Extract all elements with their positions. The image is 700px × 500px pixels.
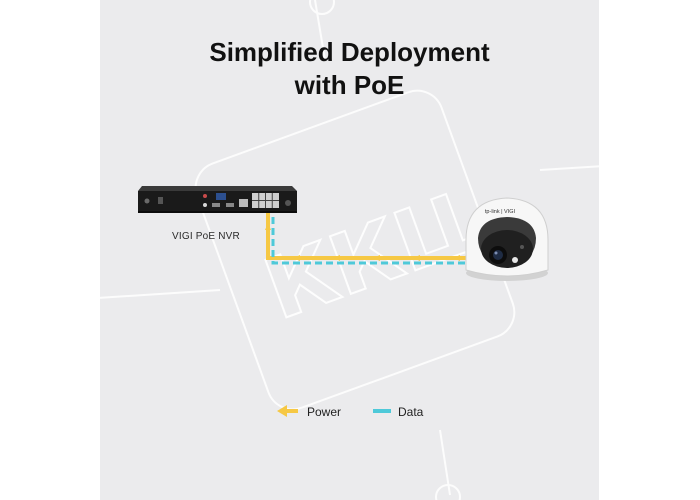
legend-item-power: Power <box>307 402 341 422</box>
legend-item-data: Data <box>398 402 423 422</box>
title-line-1: Simplified Deployment <box>209 37 490 67</box>
nvr-device <box>138 186 297 213</box>
legend-data-label: Data <box>398 405 424 419</box>
page-title: Simplified Deployment with PoE <box>100 36 599 102</box>
legend-power-swatch <box>277 405 298 417</box>
camera-brand-text: tp-link | VIGI <box>485 209 516 215</box>
power-arrows <box>265 223 460 261</box>
title-line-2: with PoE <box>294 70 405 100</box>
nvr-label: VIGI PoE NVR <box>172 231 240 242</box>
legend-data-swatch <box>373 409 391 413</box>
poe-cable <box>265 206 478 265</box>
legend-power-label: Power <box>307 405 342 419</box>
dome-camera: tp-link | VIGI <box>465 197 549 281</box>
watermark-logo <box>54 0 647 500</box>
